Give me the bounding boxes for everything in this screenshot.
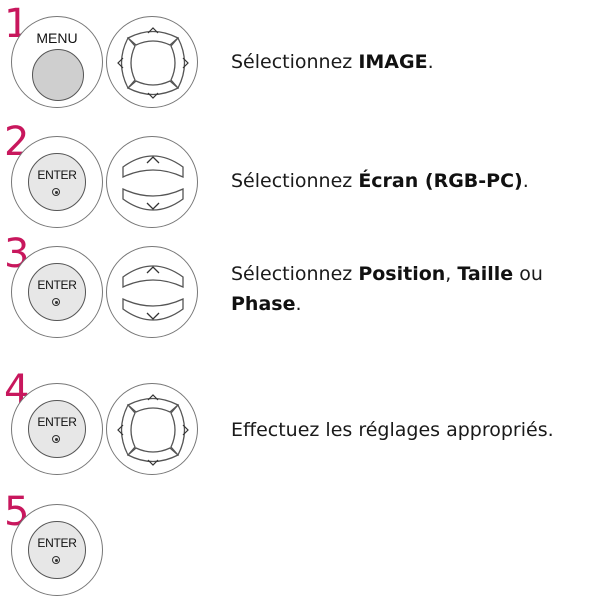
step-instruction: Sélectionnez IMAGE.: [231, 51, 434, 73]
chevron-down-icon: [146, 312, 160, 320]
step-instruction: Sélectionnez Position, Taille ou Phase.: [231, 263, 543, 315]
four-way-navigation-pad[interactable]: [106, 16, 198, 108]
enter-button-label: ENTER: [37, 278, 77, 292]
chevron-left-icon: [117, 57, 124, 69]
chevron-right-icon: [182, 57, 189, 69]
step-4: 4 ENTER Effectuez les réglages approprié…: [0, 358, 608, 478]
enter-button-label: ENTER: [37, 415, 77, 429]
menu-item-position: Position: [358, 263, 446, 285]
step-5: 5 ENTER: [0, 478, 608, 598]
dot-in-circle-icon: [52, 435, 60, 443]
enter-button[interactable]: ENTER: [11, 383, 103, 475]
up-down-navigation-pad[interactable]: [106, 136, 198, 228]
step-3: 3 ENTER Sélectionnez Position, Taille ou…: [0, 230, 608, 358]
menu-item-phase: Phase: [231, 293, 296, 315]
chevron-right-icon: [182, 424, 189, 436]
step-2: 2 ENTER Sélectionnez Écran (RGB-PC).: [0, 110, 608, 230]
dot-in-circle-icon: [52, 188, 60, 196]
menu-button[interactable]: MENU: [11, 16, 103, 108]
enter-button-label: ENTER: [37, 168, 77, 182]
menu-item-image: IMAGE: [358, 51, 428, 73]
menu-item-taille: Taille: [457, 263, 514, 285]
chevron-up-icon: [146, 156, 160, 164]
step-instruction: Effectuez les réglages appropriés.: [231, 419, 554, 441]
dot-in-circle-icon: [52, 298, 60, 306]
step-instruction: Sélectionnez Écran (RGB-PC).: [231, 170, 529, 192]
chevron-up-icon: [147, 27, 159, 34]
chevron-left-icon: [117, 424, 124, 436]
enter-button[interactable]: ENTER: [11, 504, 103, 596]
enter-button[interactable]: ENTER: [11, 246, 103, 338]
chevron-up-icon: [147, 394, 159, 401]
chevron-down-icon: [147, 459, 159, 466]
chevron-up-icon: [146, 266, 160, 274]
dot-in-circle-icon: [52, 556, 60, 564]
chevron-down-icon: [146, 202, 160, 210]
enter-button[interactable]: ENTER: [11, 136, 103, 228]
four-way-navigation-pad[interactable]: [106, 383, 198, 475]
up-down-navigation-pad[interactable]: [106, 246, 198, 338]
chevron-down-icon: [147, 92, 159, 99]
menu-button-label: MENU: [36, 30, 78, 46]
menu-item-ecran: Écran (RGB-PC): [358, 170, 523, 192]
step-1: 1 MENU Sélectionnez IMAGE.: [0, 0, 608, 110]
enter-button-label: ENTER: [37, 536, 77, 550]
